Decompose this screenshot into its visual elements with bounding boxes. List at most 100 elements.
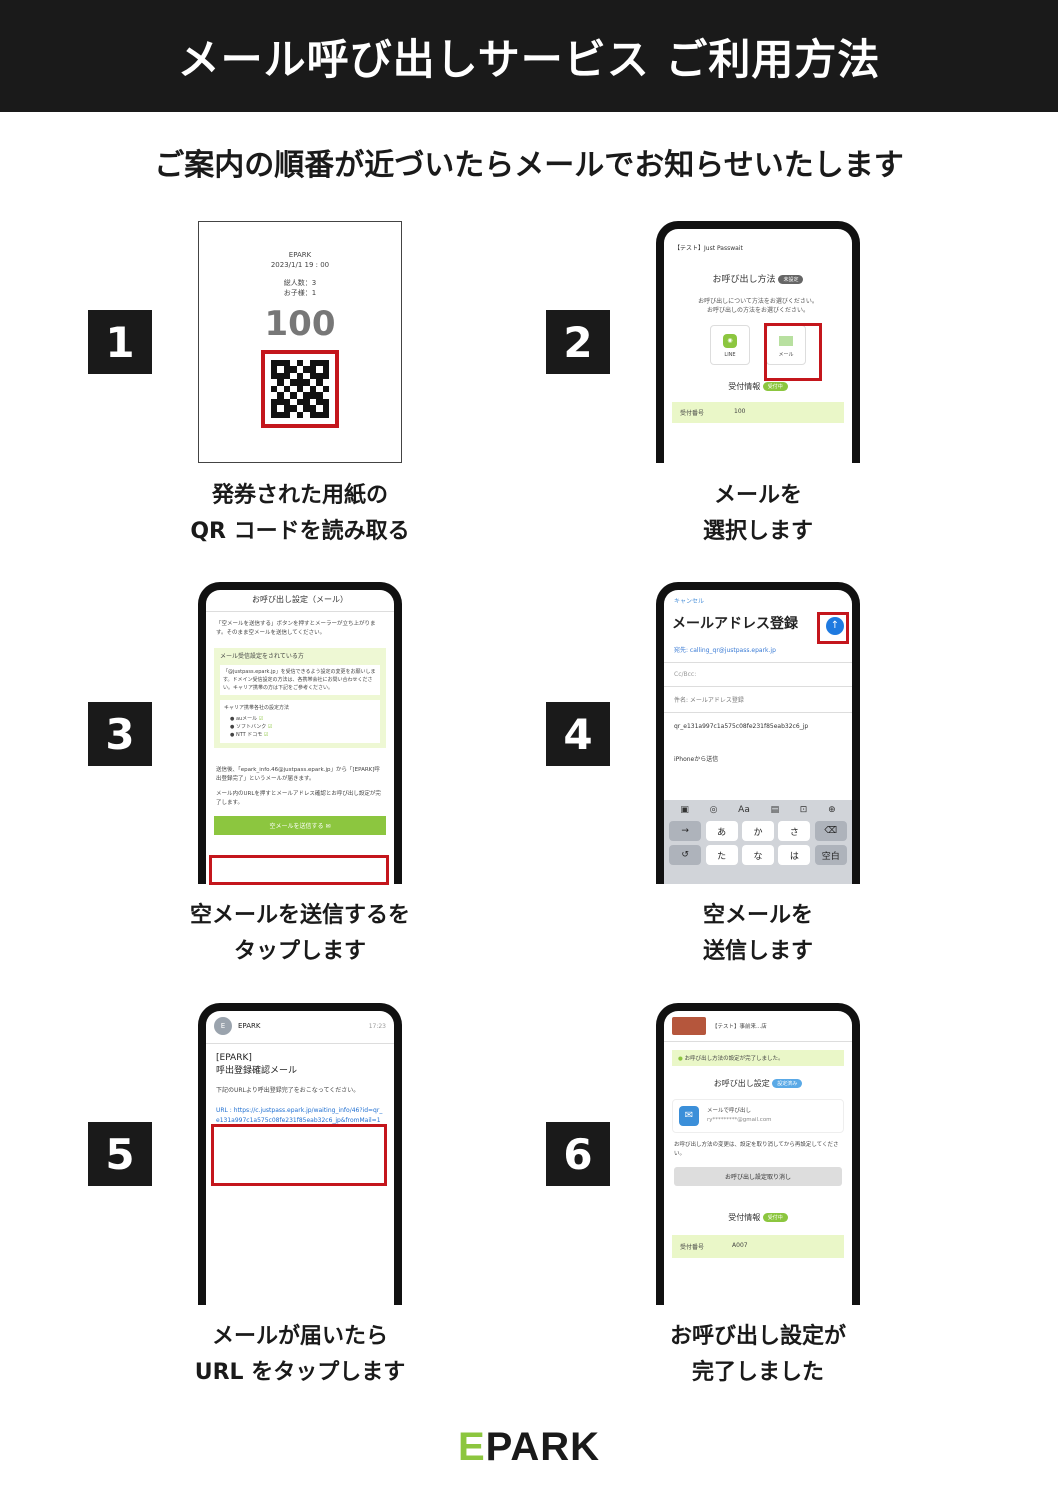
document-tool-icon[interactable]: ▤ [770,805,780,815]
screen3-settings-box: メール受信設定をされている方 「@justpass.epark.jp」を受信でき… [214,648,386,748]
screen2-info-badge: 受付中 [762,382,788,391]
mail-subject-line-1: [EPARK] [216,1053,252,1063]
screen3-after-2: メール内のURLを押すとメールアドレス確認とお呼び出し設定が完了します。 [216,791,381,806]
mail-cc-field[interactable]: Cc/Bcc: [664,663,852,687]
mail-time: 17:23 [368,1022,386,1030]
screen6-row-label: 受付番号 [680,1244,705,1251]
step-number-6: 6 [546,1122,610,1186]
screen3-after-1: 送信後、「epark_info.46@justpass.epark.jp」から「… [216,767,380,782]
screen6-store-name: 【テスト】事前来...店 [712,1024,767,1030]
carrier-link-softbank[interactable]: ● ソフトバンク ☑ [230,724,273,730]
screen2-info-row: 受付番号 100 [672,402,844,423]
key-sa[interactable]: さ [778,821,811,841]
confirmation-url-link[interactable]: URL : https://c.justpass.epark.jp/waitin… [216,1107,383,1124]
carrier-link-docomo[interactable]: ● NTT ドコモ ☑ [230,732,269,738]
phone-step-5: E EPARK 17:23 [EPARK] 呼出登録確認メール 下記のURLより… [198,1003,402,1305]
mail-compose-title: メールアドレス登録 [672,616,798,632]
screen6-status-badge: 設定済み [772,1079,803,1088]
step-number-2: 2 [546,310,610,374]
draw-tool-icon[interactable]: ⊕ [828,805,836,815]
key-ha[interactable]: は [778,845,811,865]
line-option-label: LINE [724,352,736,358]
screen2-title: お呼び出し方法 [712,275,776,285]
send-arrow-icon[interactable]: ↑ [826,617,844,635]
screen6-info-badge: 受付中 [762,1213,788,1222]
caption-step-4: 空メールを 送信します [702,903,813,964]
ticket-datetime: 2023/1/1 19 : 00 [270,261,330,269]
screen6-row-value: A007 [732,1242,748,1249]
key-a[interactable]: あ [705,821,738,841]
key-delete[interactable]: ⌫ [814,821,847,841]
mail-subject-field[interactable]: 件名: メールアドレス登録 [664,687,852,713]
caption-step-5: メールが届いたら URL をタップします [194,1324,406,1385]
screen6-note: お呼び出し方法の変更は、設定を取り消してから再設定してください。 [674,1142,839,1157]
mail-body-text[interactable]: qr_e131a997c1a575c08fe231f85eab32c6_jp [674,723,809,730]
mail-icon: ✉ [679,1106,699,1126]
step-number-3: 3 [88,702,152,766]
screen6-info-row: 受付番号 A007 [672,1235,844,1258]
caption-step-3: 空メールを送信するを タップします [189,903,410,964]
step-number-5: 5 [88,1122,152,1186]
ticket-paper: EPARK 2023/1/1 19 : 00 総人数：3 お子様：1 100 [198,221,402,463]
ticket-adults: 総人数：3 [283,279,317,287]
screen6-title: お呼び出し設定 [713,1079,770,1088]
screen3-title: お呼び出し設定（メール） [206,590,394,612]
screen3-intro: 「空メールを送信する」ボタンを押すとメーラーが立ち上がります。そのまま空メールを… [216,621,376,636]
qr-code-highlight [261,350,339,428]
photo-tool-icon[interactable]: ▣ [680,805,689,815]
mail-setting-title: メールで呼び出し [707,1108,752,1114]
step-number-1: 1 [88,310,152,374]
cancel-setting-button[interactable]: お呼び出し設定取り消し [674,1167,842,1186]
mail-header: E EPARK 17:23 [206,1011,394,1044]
ticket-brand: EPARK [288,251,312,259]
send-empty-mail-button[interactable]: 空メールを送信する ✉ [214,816,386,835]
epark-logo: EPARK [457,1425,601,1469]
mail-cancel-button[interactable]: キャンセル [674,598,705,605]
screen2-row-label: 受付番号 [680,410,705,417]
mail-to-field[interactable]: 宛先: calling_qr@justpass.epark.jp [664,637,852,663]
camera-tool-icon[interactable]: ◎ [709,805,718,815]
carrier-link-au[interactable]: ● auメール ☑ [230,716,264,722]
key-na[interactable]: な [741,845,774,865]
caption-step-1: 発券された用紙の QR コードを読み取る [190,483,410,544]
phone-step-4: キャンセル メールアドレス登録 ↑ 宛先: calling_qr@justpas… [656,582,860,884]
mail-setting-card: ✉ メールで呼び出し ry*********@gmail.com [672,1099,844,1133]
send-arrow-highlight [817,612,849,644]
screen2-row-value: 100 [734,408,746,415]
key-next[interactable]: → [669,821,702,841]
step-number-4: 4 [546,702,610,766]
key-space[interactable]: 空白 [814,845,847,865]
phone-step-6: 【テスト】事前来...店 ● お呼び出し方法の設定が完了しました。 お呼び出し設… [656,1003,860,1305]
mail-sender: EPARK [238,1022,261,1030]
mail-icon [779,336,793,346]
key-ta[interactable]: た [705,845,738,865]
mail-option-label: メール [778,352,794,358]
screen2-status-badge: 未設定 [778,275,804,284]
mail-subject-line-2: 呼出登録確認メール [216,1066,298,1076]
key-ka[interactable]: か [741,821,774,841]
page-header: メール呼び出しサービス ご利用方法 [0,0,1058,112]
format-tool-icon[interactable]: Aa [738,805,750,815]
mail-signature: iPhoneから送信 [674,756,719,763]
screen3-carrier-title: キャリア携帯各社の設定方法 [224,705,290,711]
sender-avatar: E [214,1017,232,1035]
screen3-box-text: 「@justpass.epark.jp」を受信できるよう設定の変更をお願いします… [220,665,380,695]
screen3-box-title: メール受信設定をされている方 [220,653,304,660]
keyboard: ▣ ◎ Aa ▤ ⊡ ⊕ → あ か さ ⌫ ↺ た な は 空白 [664,800,852,884]
ticket-children: お子様：1 [283,289,317,297]
phone-step-2: 【テスト】Just Passwait お呼び出し方法 未設定 お呼び出しについて… [656,221,860,463]
line-icon: ◉ [723,334,737,348]
completion-notice: ● お呼び出し方法の設定が完了しました。 [672,1050,844,1066]
screen2-top-bar: 【テスト】Just Passwait [674,245,743,252]
envelope-icon: ✉ [325,823,331,830]
ticket-number: 100 [264,304,336,344]
line-option-button[interactable]: ◉ LINE [710,325,750,365]
screen6-info-title: 受付情報 [728,1213,761,1222]
store-thumbnail [672,1017,706,1035]
qr-code[interactable] [271,360,329,418]
mail-option-highlight [764,323,822,381]
page-subtitle: ご案内の順番が近づいたらメールでお知らせいたします [154,148,904,183]
key-undo[interactable]: ↺ [669,845,702,865]
url-highlight [211,1124,387,1186]
scan-tool-icon[interactable]: ⊡ [799,805,808,815]
